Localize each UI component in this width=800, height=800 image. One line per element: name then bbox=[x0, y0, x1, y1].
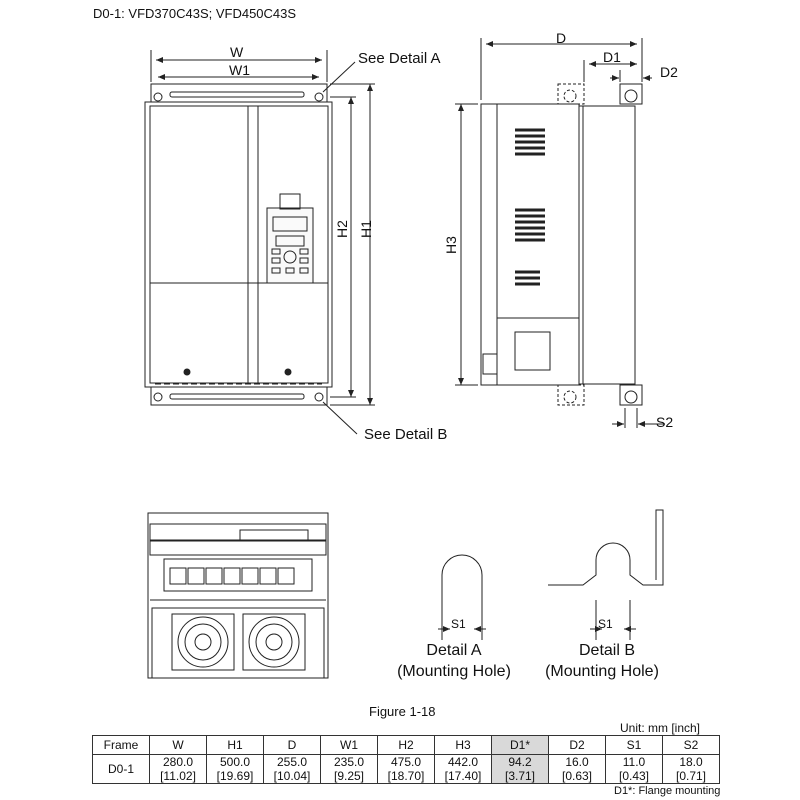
dim-label-s2: S2 bbox=[656, 414, 674, 430]
dimension-table: Frame W H1 D W1 H2 H3 D1* D2 S1 S2 D0-1 … bbox=[92, 735, 720, 784]
table-header-cell: D1* bbox=[491, 735, 549, 755]
dim-label-w1: W1 bbox=[229, 62, 250, 78]
table-cell: 280.0[11.02] bbox=[149, 754, 207, 784]
dim-label-h3: H3 bbox=[443, 236, 459, 254]
table-header-cell: H2 bbox=[377, 735, 435, 755]
dim-label-s1-b: S1 bbox=[598, 617, 613, 631]
see-detail-b-label: See Detail B bbox=[364, 426, 448, 443]
dim-label-w: W bbox=[230, 44, 244, 60]
table-cell: 255.0[10.04] bbox=[263, 754, 321, 784]
table-cell: 18.0[0.71] bbox=[662, 754, 720, 784]
dim-label-h2: H2 bbox=[334, 220, 350, 238]
see-detail-a-label: See Detail A bbox=[358, 50, 441, 67]
table-cell: 94.2[3.71] bbox=[491, 754, 549, 784]
front-view bbox=[144, 83, 333, 406]
detail-a-title: Detail A bbox=[426, 642, 482, 659]
table-header-row: Frame W H1 D W1 H2 H3 D1* D2 S1 S2 bbox=[92, 735, 720, 755]
table-frame-cell: D0-1 bbox=[92, 754, 150, 784]
footnote: D1*: Flange mounting bbox=[614, 785, 721, 797]
table-header-cell: S1 bbox=[605, 735, 663, 755]
figure-caption: Figure 1-18 bbox=[369, 704, 436, 719]
dim-label-d: D bbox=[556, 30, 567, 46]
table-cell: 11.0[0.43] bbox=[605, 754, 663, 784]
table-header-cell: H1 bbox=[206, 735, 264, 755]
detail-a-subtitle: (Mounting Hole) bbox=[397, 663, 511, 680]
table-header-cell: W bbox=[149, 735, 207, 755]
dim-label-d1: D1 bbox=[603, 49, 621, 65]
side-view bbox=[480, 83, 643, 406]
unit-note: Unit: mm [inch] bbox=[620, 721, 701, 735]
technical-drawing bbox=[144, 38, 665, 679]
table-cell: 442.0[17.40] bbox=[434, 754, 492, 784]
detail-a-drawing bbox=[438, 554, 486, 640]
dim-label-h1: H1 bbox=[358, 220, 374, 238]
detail-b-subtitle: (Mounting Hole) bbox=[545, 663, 659, 680]
detail-b-drawing bbox=[548, 509, 664, 640]
table-cell: 500.0[19.69] bbox=[206, 754, 264, 784]
table-header-cell: D bbox=[263, 735, 321, 755]
table-header-cell: H3 bbox=[434, 735, 492, 755]
table-cell: 16.0[0.63] bbox=[548, 754, 606, 784]
table-header-cell: S2 bbox=[662, 735, 720, 755]
table-header-cell: D2 bbox=[548, 735, 606, 755]
table-row: D0-1 280.0[11.02] 500.0[19.69] 255.0[10.… bbox=[92, 754, 720, 784]
dim-label-d2: D2 bbox=[660, 64, 678, 80]
table-cell: 475.0[18.70] bbox=[377, 754, 435, 784]
table-cell: 235.0[9.25] bbox=[320, 754, 378, 784]
page-title: D0-1: VFD370C43S; VFD450C43S bbox=[93, 6, 297, 21]
detail-b-title: Detail B bbox=[578, 642, 636, 659]
table-header-cell: W1 bbox=[320, 735, 378, 755]
bottom-view bbox=[147, 512, 329, 679]
dim-label-s1-a: S1 bbox=[451, 617, 466, 631]
table-header-cell: Frame bbox=[92, 735, 150, 755]
